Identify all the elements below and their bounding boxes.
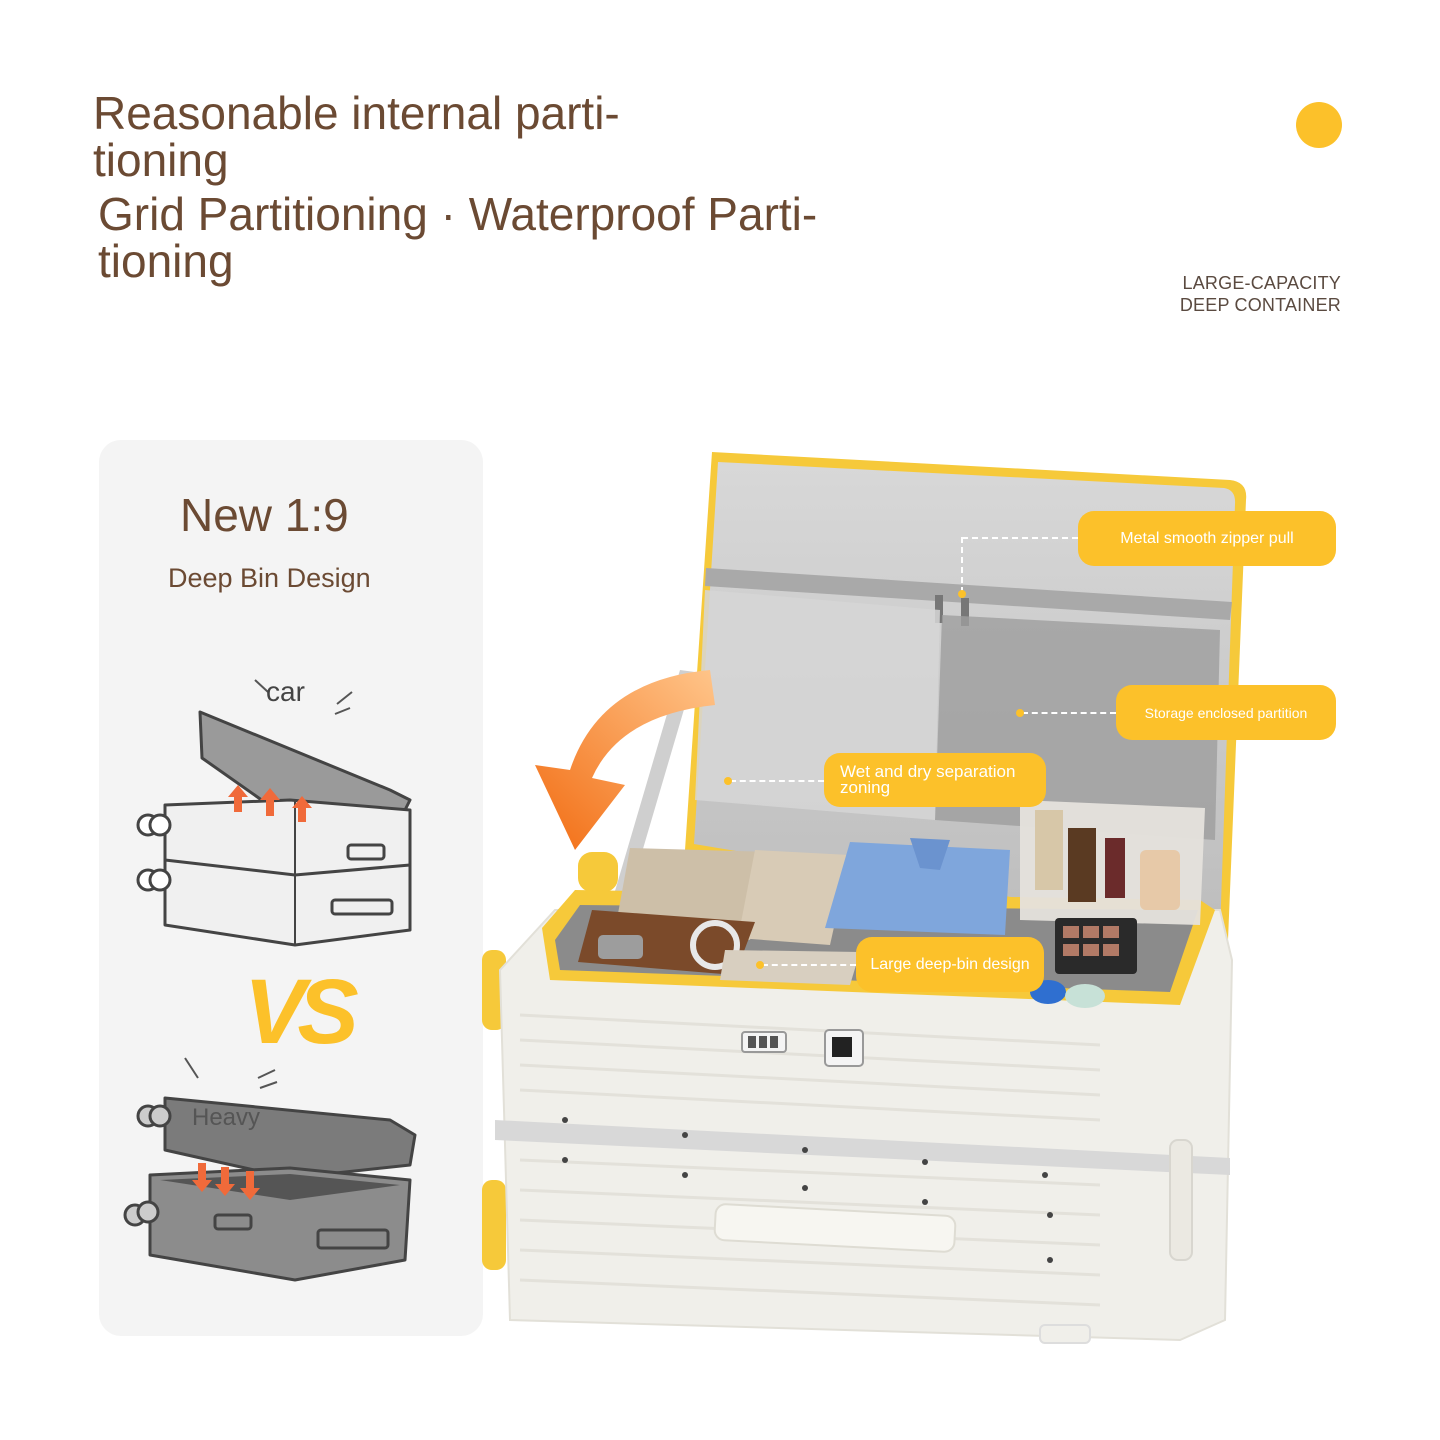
callout-zipper: Metal smooth zipper pull (1078, 511, 1336, 566)
capacity-label-line-2: DEEP CONTAINER (1179, 295, 1341, 315)
callout-storage-leader (1022, 712, 1116, 714)
heading-line-1: Reasonable internal parti- (93, 87, 620, 139)
open-suitcase-product-image (482, 452, 1247, 1344)
callout-storage-dot (1016, 709, 1024, 717)
callout-storage: Storage enclosed partition (1116, 685, 1336, 740)
capacity-label-line-1: LARGE-CAPACITY (1182, 273, 1341, 293)
heavy-suitcase-illustration (123, 1057, 417, 1282)
callout-zipper-dot (958, 590, 966, 598)
callout-wet-dry: Wet and dry separation zoning (824, 753, 1046, 807)
callout-wet-dry-dot (724, 777, 732, 785)
comparison-title: New 1:9 (180, 489, 349, 541)
callout-zipper-leader (962, 537, 1078, 539)
heavy-label: Heavy (192, 1104, 261, 1131)
light-label: car (266, 676, 305, 707)
heading-line-3: Grid Partitioning · Waterproof Parti- (98, 188, 818, 240)
callout-deep-bin-leader (762, 964, 856, 966)
heading-line-2: tioning (93, 134, 229, 186)
heading-line-4: tioning (98, 235, 234, 287)
callout-wet-dry-leader (730, 780, 824, 782)
callout-deep-bin: Large deep-bin design (856, 937, 1044, 992)
accent-dot-icon (1296, 102, 1342, 148)
light-suitcase-illustration (136, 679, 412, 947)
vs-text: VS (244, 961, 359, 1063)
comparison-subtitle: Deep Bin Design (168, 563, 371, 593)
callout-zipper-leader-vertical (961, 537, 963, 593)
callout-deep-bin-dot (756, 961, 764, 969)
